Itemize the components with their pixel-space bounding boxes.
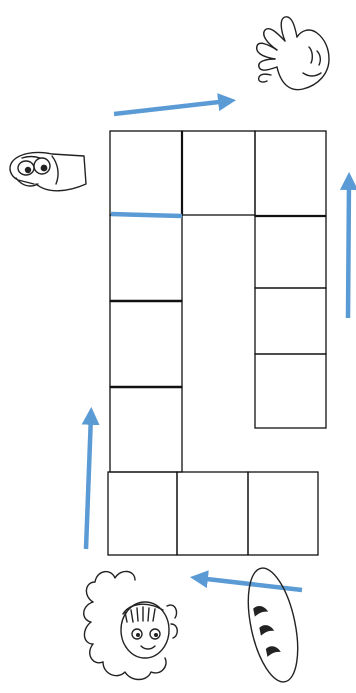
curly-hair-character-icon [83, 570, 178, 681]
square-left-4 [109, 386, 183, 473]
square-right-1 [254, 130, 327, 217]
square-right-2 [254, 215, 327, 289]
hand-icon [256, 16, 330, 91]
bread-score-3 [265, 646, 281, 657]
bread-loaf-icon [247, 567, 299, 683]
direction-arrows [81, 93, 356, 593]
square-left-3 [109, 300, 183, 388]
square-bottom-3 [247, 471, 319, 556]
bread-score-2 [259, 625, 275, 636]
cartoon-eyes-icon [9, 151, 87, 192]
arrow-right-up [339, 171, 356, 319]
character-pupil-left [136, 633, 140, 637]
path-grid [107, 130, 327, 556]
arrow-left-up [81, 406, 100, 550]
pupil-left [24, 166, 32, 174]
character-pupil-right [154, 633, 158, 637]
highlight-segment [110, 211, 183, 219]
pupil-right [40, 164, 48, 172]
bread-score-1 [253, 605, 269, 617]
square-right-3 [254, 287, 327, 355]
square-left-2 [109, 214, 183, 302]
square-right-4 [254, 353, 327, 429]
arrow-top-right [113, 93, 237, 117]
square-left-1 [109, 130, 183, 216]
square-bottom-1 [107, 471, 178, 556]
square-bottom-2 [176, 471, 249, 556]
square-top-middle [181, 130, 256, 216]
